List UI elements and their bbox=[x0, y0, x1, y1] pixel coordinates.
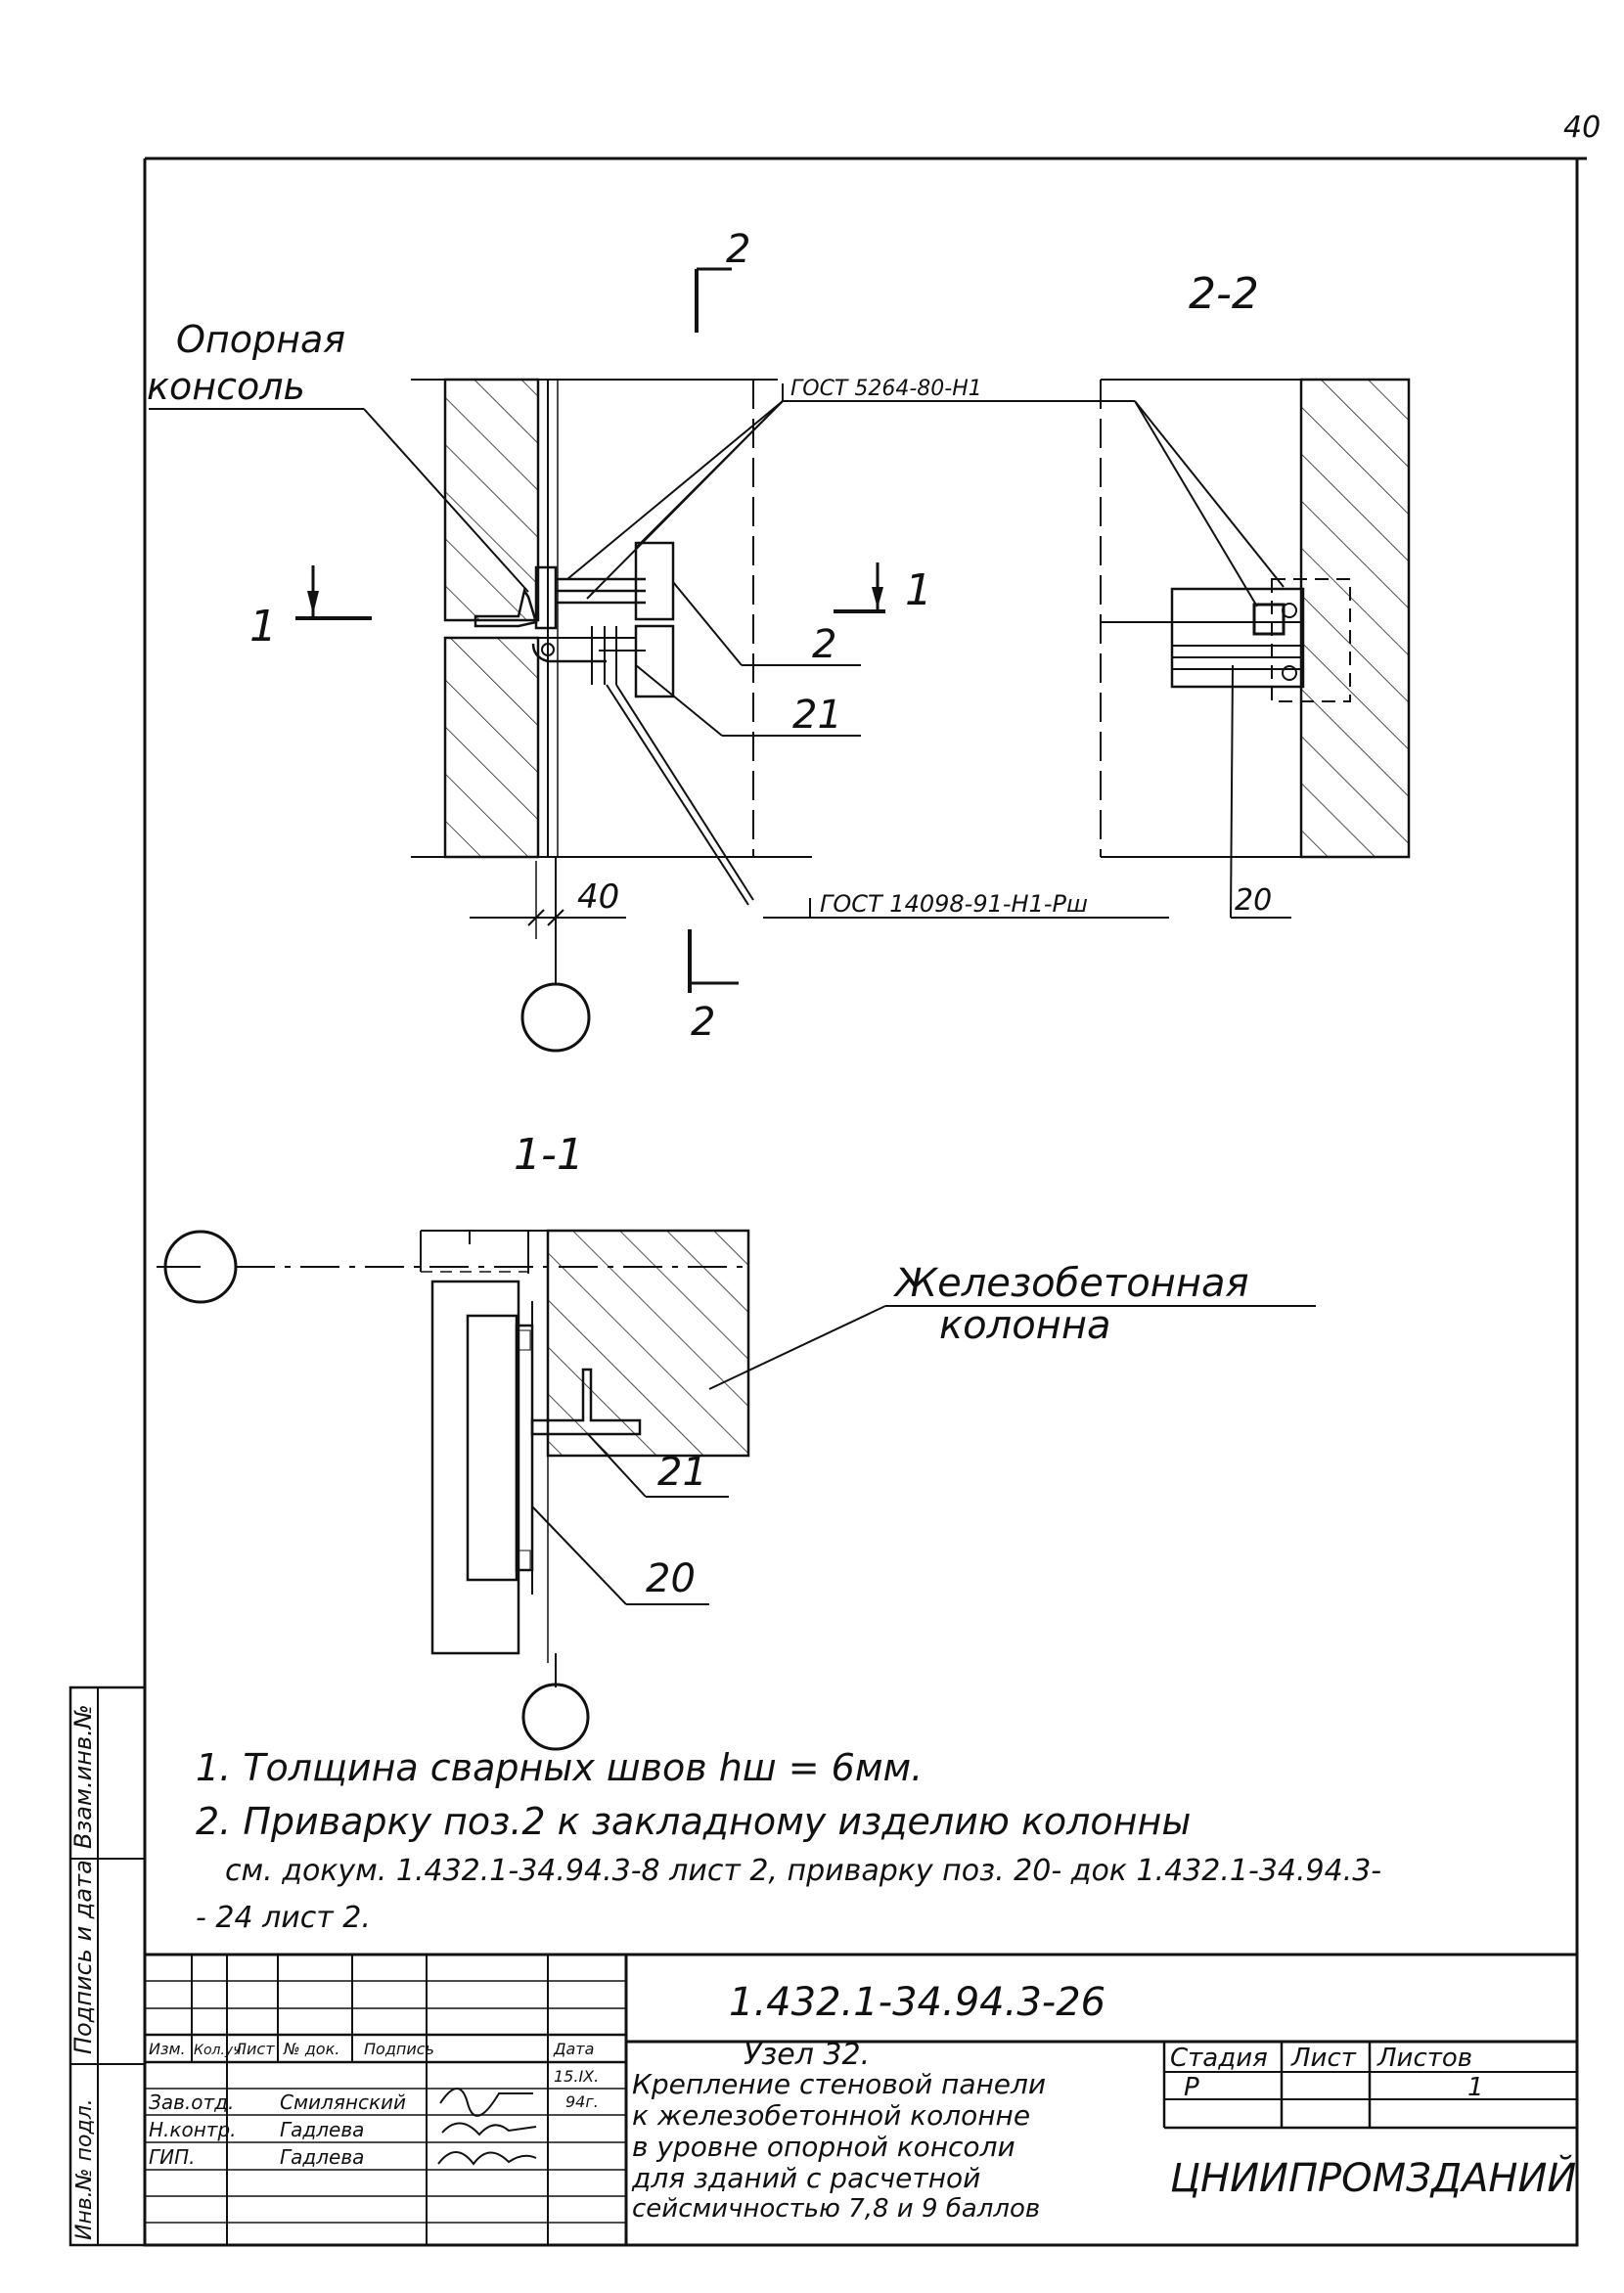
section-1-1-title: 1-1 bbox=[514, 1130, 584, 1180]
section-1-1-view: 1-1 Железобетонная колонна 21 20 bbox=[157, 1130, 1316, 1751]
cut-mark-1-left: 1 bbox=[249, 602, 277, 652]
column-hatch-middle bbox=[546, 1229, 750, 1458]
date-line-1: 15.IX. bbox=[554, 2067, 599, 2086]
note-2-line-3: - 24 лист 2. bbox=[196, 1901, 371, 1935]
position-21-label-top: 21 bbox=[792, 693, 842, 738]
note-2-line-2: см. докум. 1.432.1-34.94.3-8 лист 2, при… bbox=[225, 1854, 1381, 1888]
gost-weld-top: ГОСТ 5264-80-Н1 bbox=[790, 377, 982, 401]
plate-pos-2 bbox=[634, 541, 675, 621]
page-number: 40 bbox=[1563, 111, 1601, 145]
gost-weld-bottom: ГОСТ 14098-91-Н1-Рш bbox=[820, 890, 1088, 918]
title-line-1: Крепление стеновой панели bbox=[632, 2068, 1046, 2100]
header-kol-uch: Кол.уч bbox=[194, 2043, 241, 2058]
column-hatch-right bbox=[1299, 378, 1411, 859]
date-line-2: 94г. bbox=[565, 2092, 599, 2111]
title-block: Изм. Кол.уч Лист № док. Подпись Дата 15.… bbox=[143, 1953, 1579, 2247]
cut-mark-1-right: 1 bbox=[905, 565, 932, 615]
role-1: Н.контр. bbox=[149, 2118, 237, 2141]
support-console-label-2: консоль bbox=[147, 365, 305, 408]
title-line-2: к железобетонной колонне bbox=[632, 2099, 1030, 2132]
header-n-dok: № док. bbox=[283, 2040, 339, 2058]
section-2-2-view: 2-2 20 bbox=[1047, 269, 1411, 919]
axis-bubble-top bbox=[520, 982, 591, 1053]
title-line-0: Узел 32. bbox=[744, 2038, 870, 2072]
elevation-view: 2 1 1 bbox=[147, 227, 1169, 1053]
name-1: Гадлева bbox=[280, 2118, 364, 2141]
stage-header: Стадия bbox=[1170, 2044, 1268, 2073]
document-code: 1.432.1-34.94.3-26 bbox=[729, 1980, 1105, 2025]
organization: ЦНИИПРОМЗДАНИЙ bbox=[1170, 2154, 1576, 2201]
title-line-3: в уровне опорной консоли bbox=[632, 2131, 1015, 2163]
panel-section-inner bbox=[466, 1314, 519, 1582]
square-plate bbox=[1252, 603, 1286, 636]
title-line-5: сейсмичностью 7,8 и 9 баллов bbox=[632, 2194, 1040, 2224]
side-stamp-field-2: Подпись и дата bbox=[69, 1860, 97, 2054]
name-2: Гадлева bbox=[280, 2145, 364, 2169]
sheets-value: 1 bbox=[1467, 2073, 1484, 2102]
note-2-line-1: 2. Приварку поз.2 к закладному изделию к… bbox=[196, 1800, 1191, 1843]
stage-grid bbox=[1162, 2042, 1577, 2130]
header-data: Дата bbox=[553, 2040, 594, 2058]
axis-bubble-bottom bbox=[521, 1683, 590, 1751]
support-console-label-1: Опорная bbox=[176, 318, 345, 361]
position-21-label-bottom: 21 bbox=[657, 1450, 707, 1495]
side-stamp-field-1: Взам.инв.№ bbox=[69, 1704, 97, 1849]
wall-panel-lower bbox=[443, 636, 540, 859]
note-1: 1. Толщина сварных швов hш = 6мм. bbox=[196, 1746, 923, 1789]
role-2: ГИП. bbox=[149, 2145, 196, 2169]
sheet-header: Лист bbox=[1290, 2044, 1357, 2073]
dimension-40: 40 bbox=[577, 877, 619, 917]
signatures bbox=[437, 2088, 537, 2166]
wall-panel-upper bbox=[443, 378, 540, 622]
section-2-2-title: 2-2 bbox=[1189, 269, 1259, 319]
header-izm: Изм. bbox=[149, 2040, 186, 2058]
title-block-left-grid bbox=[145, 1955, 626, 2245]
role-0: Зав.отд. bbox=[149, 2091, 234, 2114]
column-label-2: колонна bbox=[939, 1303, 1111, 1348]
position-20-label-right: 20 bbox=[1235, 883, 1272, 918]
cut-mark-2-bottom: 2 bbox=[691, 1000, 715, 1045]
name-0: Смилянский bbox=[280, 2091, 406, 2114]
stage-value: Р bbox=[1184, 2073, 1199, 2102]
side-stamp: Взам.инв.№ Подпись и дата Инв.№ подл. bbox=[68, 1686, 147, 2247]
side-stamp-field-3: Инв.№ подл. bbox=[72, 2098, 97, 2240]
title-line-4: для зданий с расчетной bbox=[631, 2162, 980, 2194]
header-podpis: Подпись bbox=[364, 2040, 434, 2058]
notes-block: 1. Толщина сварных швов hш = 6мм. 2. При… bbox=[196, 1746, 1381, 1935]
sheets-header: Листов bbox=[1376, 2044, 1472, 2073]
column-label-1: Железобетонная bbox=[892, 1261, 1249, 1306]
position-2-label: 2 bbox=[812, 622, 836, 667]
position-20-label-bottom: 20 bbox=[646, 1556, 696, 1601]
header-list: Лист bbox=[234, 2040, 275, 2058]
cut-mark-2-top: 2 bbox=[726, 227, 750, 272]
